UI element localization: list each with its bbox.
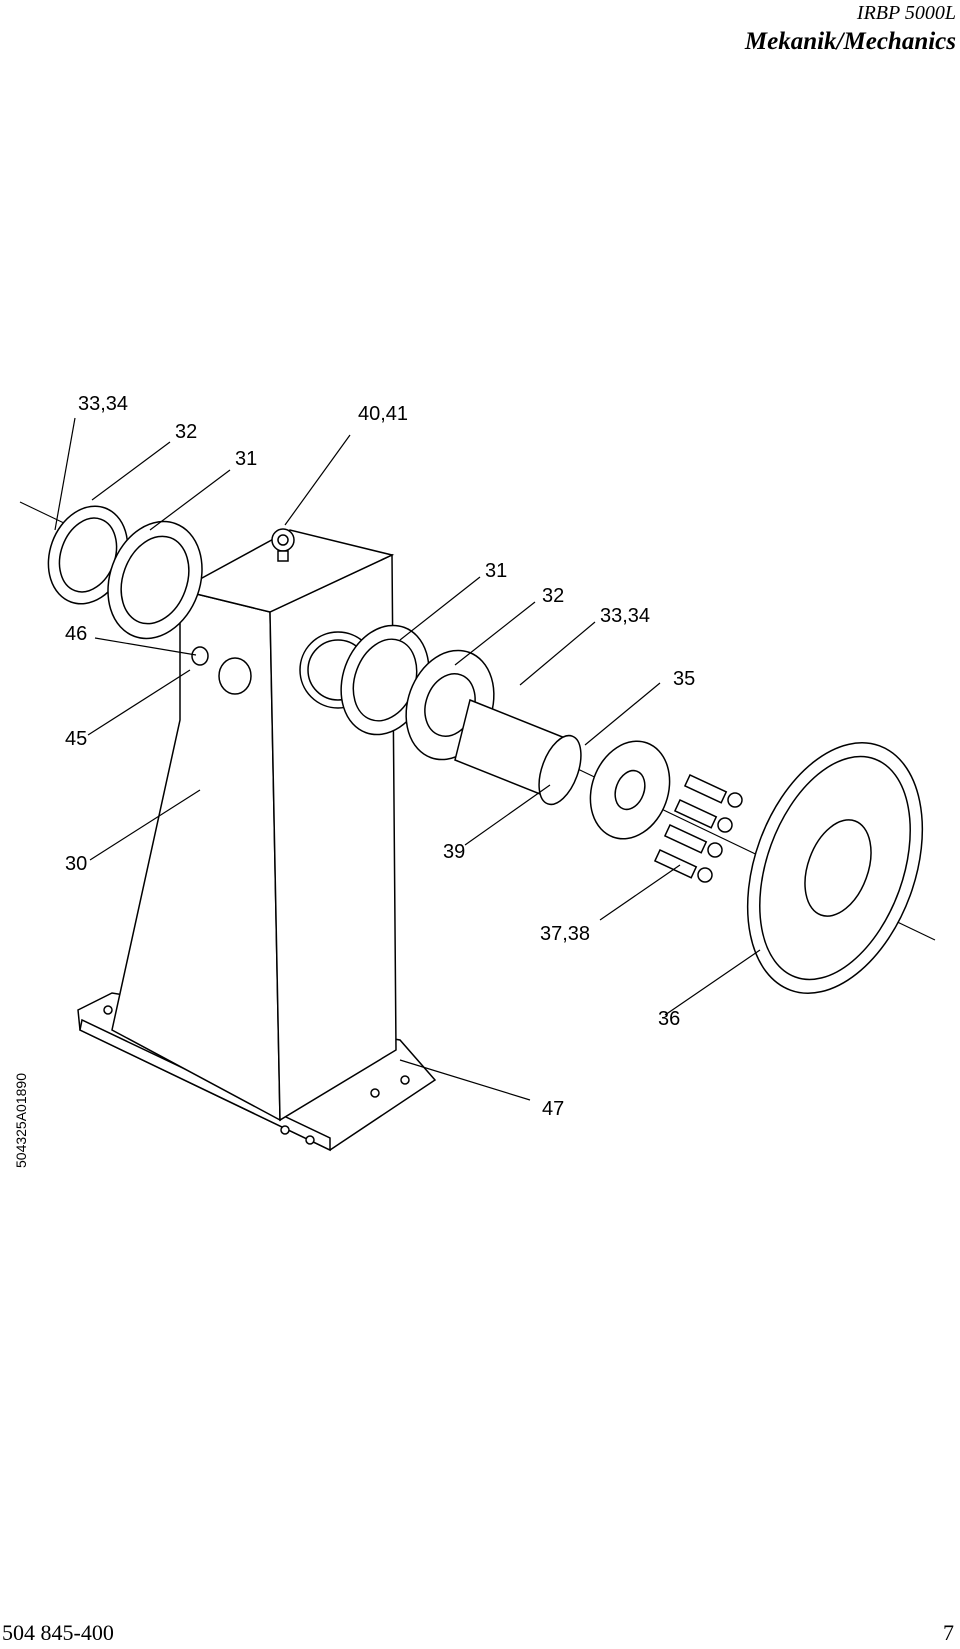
callout-32-right: 32 [542, 585, 564, 607]
face-plate [746, 742, 924, 994]
left-bearing-assembly [47, 505, 203, 640]
callout-45: 45 [65, 728, 87, 750]
callout-35: 35 [673, 668, 695, 690]
shaft [454, 698, 671, 840]
callout-36: 36 [658, 1008, 680, 1030]
callout-33-34-right: 33,34 [600, 605, 650, 627]
eye-bolt [271, 528, 295, 562]
header-model: IRBP 5000L [856, 2, 956, 24]
callout-30: 30 [65, 853, 87, 875]
footer-doc-number: 504 845-400 [2, 1620, 114, 1645]
footer-page-number: 7 [943, 1620, 954, 1645]
callout-37-38: 37,38 [540, 923, 590, 945]
callout-33-34-upper-left: 33,34 [78, 393, 128, 415]
callout-32-upper-left: 32 [175, 421, 197, 443]
callout-47: 47 [542, 1098, 564, 1120]
callout-31-right: 31 [485, 560, 507, 582]
screw-group [653, 774, 743, 883]
header-title: Mekanik/Mechanics [744, 28, 956, 55]
right-bearing-assembly [340, 624, 495, 761]
callout-31-upper-left: 31 [235, 448, 257, 470]
callout-46: 46 [65, 623, 87, 645]
callout-40-41: 40,41 [358, 403, 408, 425]
callout-39: 39 [443, 841, 465, 863]
leader-lines [54, 417, 761, 1101]
